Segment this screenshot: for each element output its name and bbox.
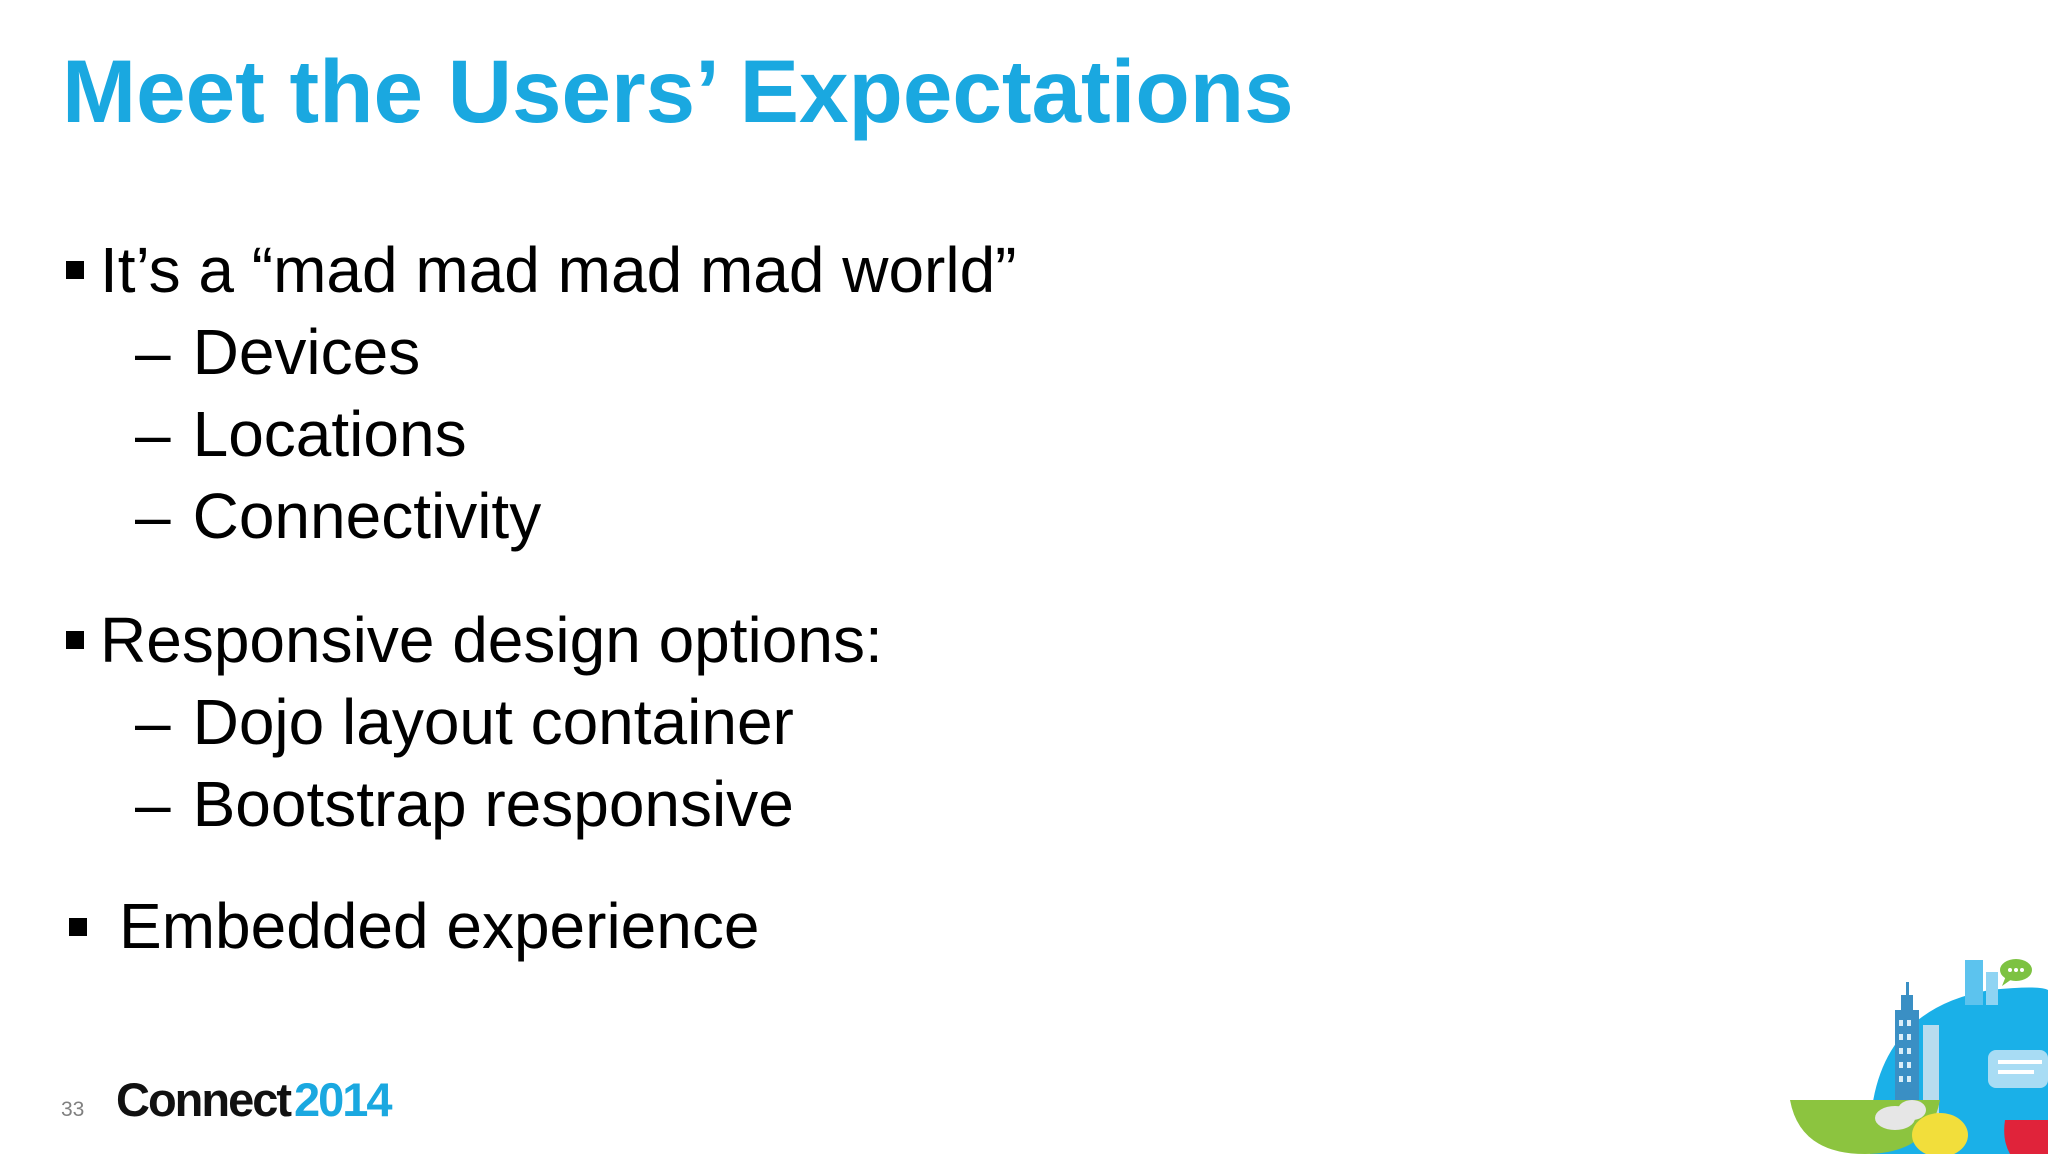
sub-bullet-text: Devices <box>192 316 421 388</box>
sub-bullet: –Bootstrap responsive <box>135 769 794 839</box>
brand-logo: Connect2014 <box>116 1072 393 1127</box>
brand-word: Connect <box>116 1073 292 1126</box>
sub-bullet-text: Locations <box>192 398 467 470</box>
bullet-square-icon <box>69 918 87 936</box>
dash-marker: – <box>135 316 171 388</box>
page-number: 33 <box>61 1098 85 1121</box>
sub-bullet: –Connectivity <box>135 481 541 551</box>
dash-marker: – <box>135 686 171 758</box>
bullet-square-icon <box>66 631 84 649</box>
city-skyline-icon <box>1790 959 2048 1154</box>
sub-bullet: –Dojo layout container <box>135 687 794 757</box>
slide-title: Meet the Users’ Expectations <box>62 41 1294 141</box>
sub-bullet-text: Dojo layout container <box>192 686 794 758</box>
bullet-text: Embedded experience <box>119 890 760 962</box>
brand-year: 2014 <box>294 1073 393 1126</box>
sub-bullet: –Locations <box>135 399 467 469</box>
sub-bullet-text: Connectivity <box>192 480 542 552</box>
bullet-text: It’s a “mad mad mad mad world” <box>100 234 1017 306</box>
dash-marker: – <box>135 768 171 840</box>
sub-bullet: –Devices <box>135 317 420 387</box>
bullet-square-icon <box>66 261 84 279</box>
bullet-text: Responsive design options: <box>100 604 883 676</box>
dash-marker: – <box>135 398 171 470</box>
dash-marker: – <box>135 480 171 552</box>
sub-bullet-text: Bootstrap responsive <box>192 768 794 840</box>
